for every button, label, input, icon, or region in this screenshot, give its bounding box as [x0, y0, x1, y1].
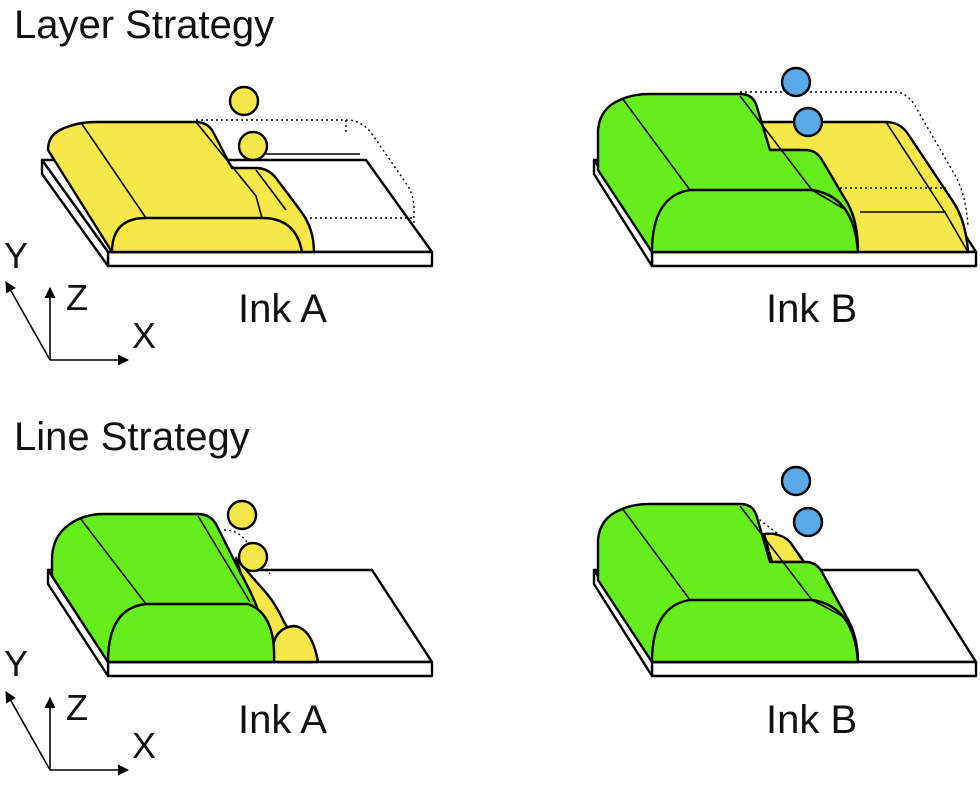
ink-label: Ink B: [766, 287, 857, 331]
axes-top: Y Z X: [4, 235, 156, 366]
ghost-outline: [196, 119, 415, 228]
droplet-a: [228, 85, 260, 117]
y-axis-label: Y: [4, 235, 28, 276]
ink-a-layer: [738, 120, 970, 254]
layer-strategy-title: Layer Strategy: [14, 3, 274, 47]
ink-a-line: [762, 532, 806, 564]
ink-a-layer: [46, 120, 316, 254]
panel-line-ink-b: Ink B: [592, 465, 978, 742]
y-axis-arrow: [5, 281, 51, 361]
droplet-a: [226, 499, 258, 531]
ink-b-layer: [596, 502, 860, 664]
panel-layer-ink-b: Ink B: [592, 66, 978, 331]
panel-line-ink-a: Ink A: [46, 499, 434, 742]
ink-label: Ink A: [238, 287, 327, 331]
ink-b-layer: [50, 512, 276, 664]
line-strategy-title: Line Strategy: [14, 415, 250, 459]
ghost-outline: [740, 91, 969, 227]
droplet-a: [237, 541, 269, 573]
y-axis-arrow: [5, 691, 51, 771]
axes-bottom: Y Z X: [4, 643, 156, 776]
z-axis-label: Z: [66, 687, 88, 728]
x-axis-label: X: [132, 315, 156, 356]
droplet-b: [792, 506, 824, 538]
ink-label: Ink A: [238, 698, 327, 742]
ink-a-line: [234, 556, 320, 664]
ghost-outline: [739, 505, 787, 541]
y-axis-label: Y: [4, 643, 28, 684]
droplet-b: [792, 106, 824, 138]
panel-layer-ink-a: Ink A: [40, 85, 434, 331]
droplet-b: [780, 66, 812, 98]
x-axis-label: X: [132, 725, 156, 766]
ink-b-layer: [596, 92, 860, 254]
z-axis-label: Z: [66, 277, 88, 318]
droplet-a: [237, 130, 269, 162]
droplet-b: [780, 465, 812, 497]
ink-label: Ink B: [766, 698, 857, 742]
ghost-outline: [223, 529, 271, 575]
